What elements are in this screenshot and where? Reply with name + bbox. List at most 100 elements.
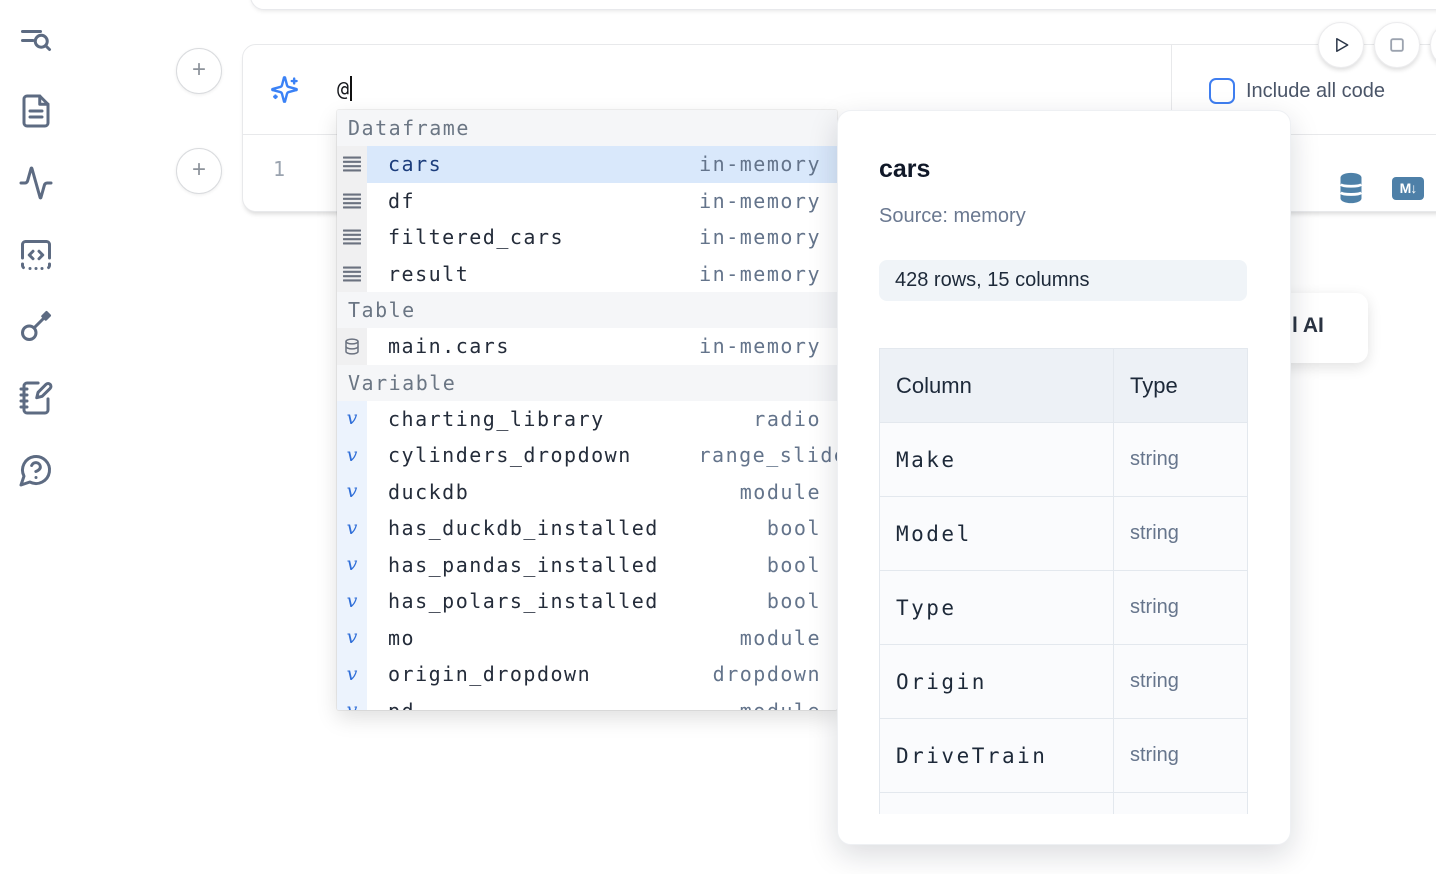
markdown-convert-icon[interactable]: M↓ bbox=[1392, 177, 1424, 200]
list-search-icon[interactable] bbox=[18, 24, 54, 60]
add-cell-above-button[interactable]: + bbox=[176, 48, 222, 94]
autocomplete-item[interactable]: v has_duckdb_installed bool bbox=[337, 510, 837, 547]
column-name-cell: Type bbox=[879, 570, 1114, 645]
column-type-cell: string bbox=[1113, 422, 1248, 497]
autocomplete-item[interactable]: df in-memory bbox=[337, 182, 837, 219]
left-sidebar bbox=[0, 0, 72, 874]
item-type: bool bbox=[766, 589, 821, 614]
column-name-cell: Make bbox=[879, 422, 1114, 497]
column-name-cell: Model bbox=[879, 496, 1114, 571]
database-icon[interactable] bbox=[1337, 171, 1365, 205]
variable-icon: v bbox=[346, 480, 358, 503]
autocomplete-section-header: Dataframe bbox=[337, 110, 837, 146]
autocomplete-item-content: filtered_cars in-memory bbox=[367, 219, 837, 256]
variable-icon: v bbox=[337, 656, 367, 693]
autocomplete-item-content: pd module bbox=[367, 692, 837, 710]
code-brackets-icon[interactable] bbox=[18, 237, 54, 273]
run-cell-button[interactable] bbox=[1318, 22, 1364, 68]
schema-header-cell: Column bbox=[879, 348, 1114, 423]
column-type-cell: string bbox=[1113, 644, 1248, 719]
ai-prompt-row[interactable]: @ Include all code bbox=[243, 45, 1436, 134]
item-type: module bbox=[740, 699, 837, 710]
schema-row-partial bbox=[879, 792, 1248, 814]
variable-icon: v bbox=[337, 619, 367, 656]
ai-prompt-input[interactable]: @ bbox=[337, 76, 353, 101]
item-type: bool bbox=[766, 552, 821, 577]
schema-header-cell: Type bbox=[1113, 348, 1248, 423]
autocomplete-item-content: has_duckdb_installed bool bbox=[367, 510, 837, 547]
table-icon bbox=[337, 328, 367, 365]
column-type-cell: string bbox=[1113, 718, 1248, 793]
autocomplete-item[interactable]: vpdmodule bbox=[337, 692, 837, 710]
item-label: charting_library bbox=[388, 406, 605, 431]
item-type: range_slider bbox=[698, 443, 838, 468]
item-label: has_polars_installed bbox=[388, 589, 659, 614]
autocomplete-item[interactable]: v cylinders_dropdown range_slider bbox=[337, 437, 837, 474]
item-type: in-memory bbox=[699, 225, 821, 250]
autocomplete-section-header: Table bbox=[337, 292, 837, 328]
autocomplete-item[interactable]: filtered_cars in-memory bbox=[337, 219, 837, 256]
column-type-cell: string bbox=[1113, 496, 1248, 571]
item-label: has_duckdb_installed bbox=[388, 516, 659, 541]
play-icon bbox=[1331, 35, 1351, 55]
activity-pulse-icon[interactable] bbox=[18, 165, 54, 201]
add-cell-below-button[interactable]: + bbox=[176, 148, 222, 194]
autocomplete-section-header: Variable bbox=[337, 364, 837, 401]
autocomplete-item-content: cylinders_dropdown range_slider bbox=[367, 437, 837, 474]
item-type: in-memory bbox=[699, 188, 821, 213]
preview-source: Source: memory bbox=[879, 205, 1026, 227]
file-text-icon[interactable] bbox=[18, 93, 54, 129]
preview-title: cars bbox=[879, 155, 931, 183]
dataframe-icon bbox=[337, 182, 367, 219]
column-type-cell: string bbox=[1113, 570, 1248, 645]
item-label: duckdb bbox=[388, 479, 470, 504]
item-type: in-memory bbox=[699, 152, 821, 177]
ai-button-label: l AI bbox=[1292, 314, 1324, 337]
item-label: mo bbox=[388, 625, 416, 650]
item-label: filtered_cars bbox=[388, 225, 565, 250]
dataframe-preview-panel: cars Source: memory 428 rows, 15 columns… bbox=[837, 110, 1291, 845]
item-label: cylinders_dropdown bbox=[388, 443, 632, 468]
variable-icon: v bbox=[346, 407, 358, 430]
column-name-cell bbox=[879, 792, 1114, 814]
key-icon[interactable] bbox=[18, 308, 54, 344]
item-type: bool bbox=[766, 516, 821, 541]
item-label: pd bbox=[367, 699, 415, 710]
message-question-icon[interactable] bbox=[18, 452, 54, 488]
stop-cell-button[interactable] bbox=[1374, 22, 1420, 68]
previous-cell-edge bbox=[250, 0, 1436, 10]
variable-icon: v bbox=[337, 473, 367, 510]
item-label: origin_dropdown bbox=[388, 662, 592, 687]
variable-icon: v bbox=[337, 546, 367, 583]
notebook-pen-icon[interactable] bbox=[18, 380, 54, 416]
column-type-cell bbox=[1113, 792, 1248, 814]
variable-icon: v bbox=[346, 443, 358, 466]
variable-icon: v bbox=[337, 510, 367, 547]
variable-icon: v bbox=[337, 437, 367, 474]
autocomplete-item-content: has_polars_installed bool bbox=[367, 583, 837, 620]
autocomplete-item[interactable]: v origin_dropdown dropdown bbox=[337, 656, 837, 693]
item-type: dropdown bbox=[712, 662, 821, 687]
include-all-code-checkbox[interactable] bbox=[1209, 78, 1235, 104]
item-label: df bbox=[388, 188, 416, 213]
